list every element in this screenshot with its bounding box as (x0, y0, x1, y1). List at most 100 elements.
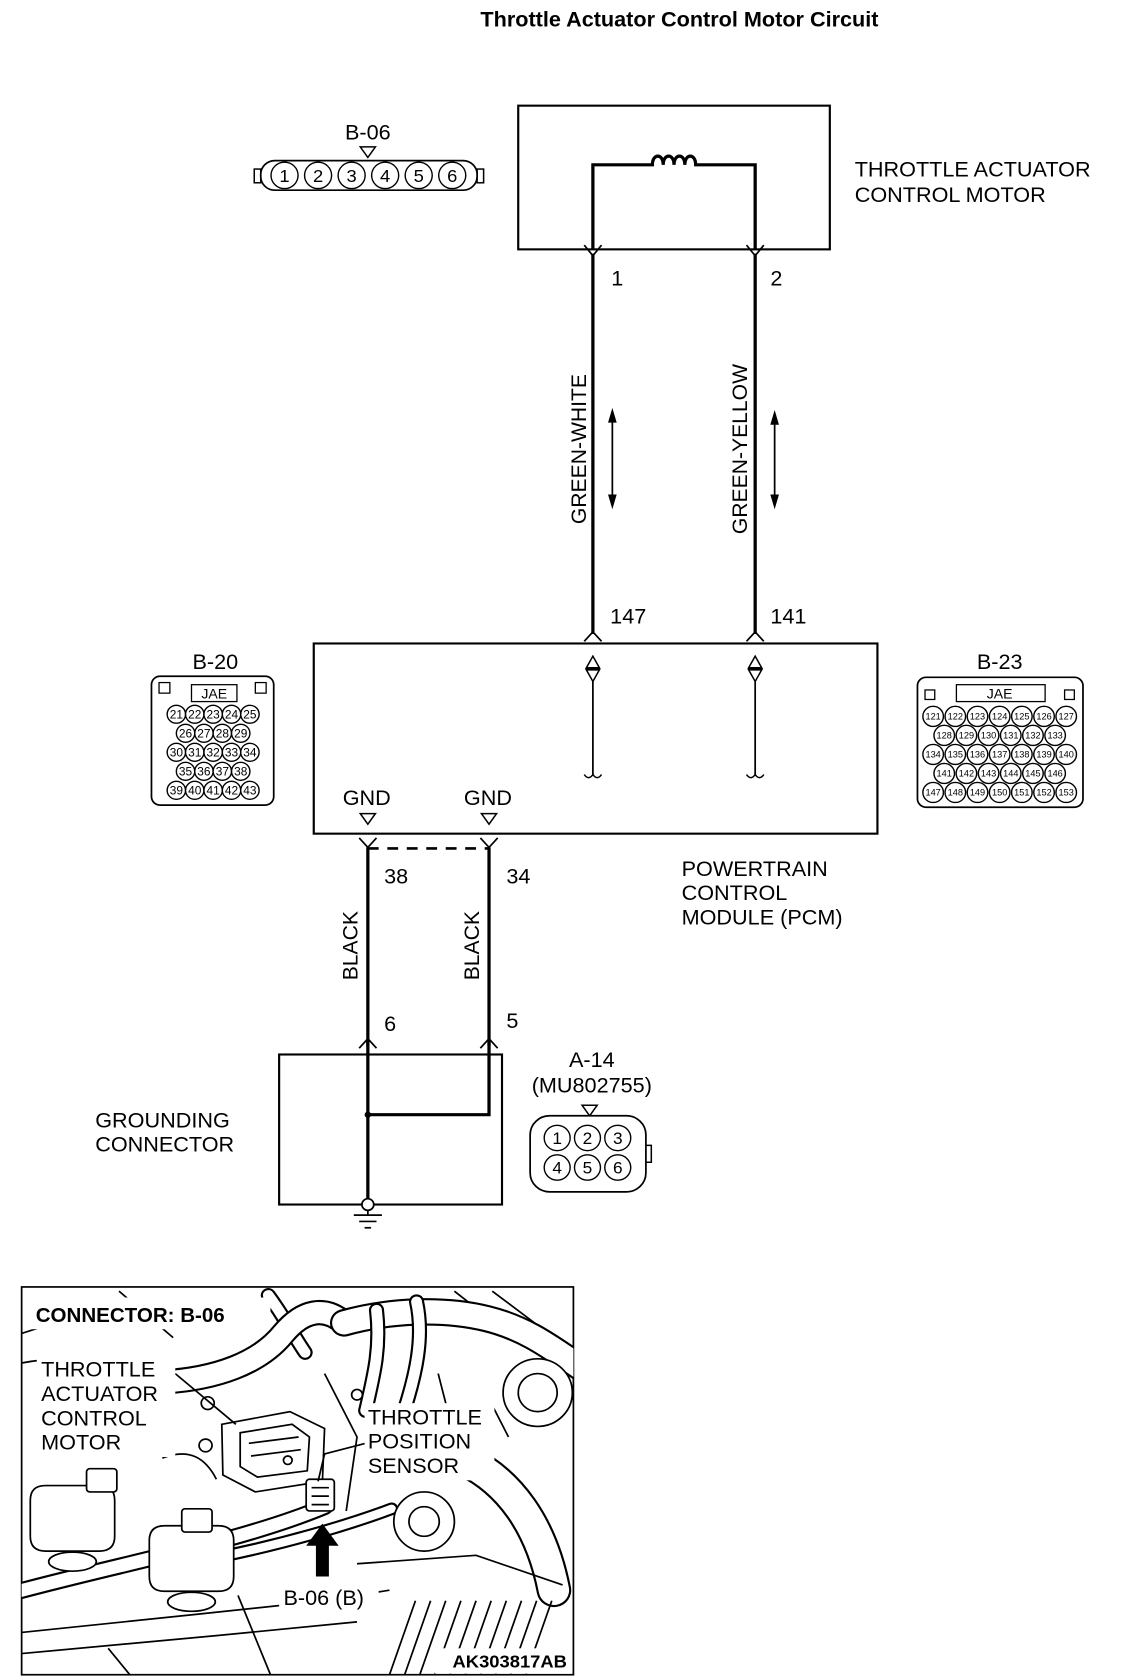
grounding-internal-wiring (366, 1040, 491, 1199)
pin-number: 141 (937, 769, 952, 779)
pin-circle (438, 161, 467, 190)
connector-b23-pin-146: 146 (1044, 762, 1067, 785)
connector-b23-pin-142: 142 (955, 762, 978, 785)
connector-a14-pin-3: 3 (604, 1124, 632, 1152)
pin-number: 137 (992, 750, 1007, 760)
pin-circle (977, 762, 1000, 785)
ignition-coil (148, 1524, 235, 1593)
throttle-actuator-control-motor: THROTTLE ACTUATOR CONTROL MOTOR 1 2 (517, 104, 1091, 291)
pin-circle (977, 724, 1000, 747)
pin-number: 34 (243, 747, 257, 760)
pin-circle (1033, 743, 1056, 766)
connector-a14-pin-4: 4 (543, 1154, 571, 1181)
grounding-connector-box (278, 1053, 504, 1206)
ignition-coil-boot (166, 1591, 217, 1613)
connector-b06-pin-5: 5 (404, 161, 433, 190)
connector-b20-pin-28: 28 (212, 723, 233, 743)
wire-black-b-label: BLACK (460, 910, 484, 980)
connector-b23-pin-149: 149 (966, 781, 989, 804)
pin-circle (944, 743, 967, 766)
pin-number: 145 (1025, 769, 1040, 779)
sensor-label-backdrop (364, 1403, 495, 1481)
pin-number: 5 (414, 166, 424, 186)
connector-b23-latch-left (924, 689, 936, 701)
pin-circle (933, 762, 956, 785)
pin-number: 2 (313, 166, 323, 186)
connector-b20-latch-left (158, 681, 171, 694)
pin-number: 126 (1036, 712, 1051, 722)
connector-b23-maker-box (955, 684, 1046, 703)
pcm-pin-147-terminal (583, 630, 603, 642)
motor-pin-2-number: 2 (770, 267, 782, 291)
throttle-actuator-motor-cover (239, 1423, 311, 1479)
pin-circle (933, 724, 956, 747)
motor-label-backdrop (36, 1355, 176, 1458)
pin-number: 144 (1003, 769, 1018, 779)
connector-b23-pin-123: 123 (966, 705, 989, 728)
pin-number: 129 (959, 731, 974, 741)
pin-number: 32 (207, 747, 220, 760)
connector-b20-latch-right (254, 681, 267, 694)
connector-b23-pin-129: 129 (955, 724, 978, 747)
pin-number: 133 (1047, 731, 1062, 741)
pin-circle (966, 781, 989, 804)
connector-b20-label: B-20 (192, 650, 238, 674)
connector-b20-pin-43: 43 (240, 780, 260, 801)
connector-b06-pin-2: 2 (303, 161, 333, 190)
connector-b20-pin-30: 30 (166, 742, 187, 762)
connector-b23-label: B-23 (977, 650, 1023, 674)
pin-circle (240, 780, 260, 801)
pin-number: 22 (188, 709, 201, 722)
pin-circle (922, 705, 945, 728)
pin-circle (922, 743, 945, 766)
pin-number: 135 (948, 750, 963, 760)
pin-number: 40 (188, 785, 202, 798)
motor-label-line-1: THROTTLE ACTUATOR (855, 158, 1091, 182)
connector-b23-latch-right (1063, 689, 1075, 701)
pin-circle (966, 743, 989, 766)
connector-a14-pin-1: 1 (543, 1124, 571, 1152)
pin-number: 124 (992, 712, 1007, 722)
pin-number: 127 (1059, 712, 1074, 722)
housing (392, 1491, 456, 1552)
connector-a14-pin-5: 5 (573, 1154, 602, 1181)
pin-circle (955, 724, 978, 747)
pin-number: 149 (970, 788, 985, 798)
connector-b06-pin-1: 1 (270, 161, 299, 190)
pin-circle (604, 1124, 632, 1152)
pin-circle (230, 723, 251, 743)
pin-circle (1055, 743, 1078, 766)
connector-b20-pin-42: 42 (221, 780, 242, 801)
pin-circle (988, 781, 1011, 804)
pulley (502, 1357, 574, 1428)
pin-number: 23 (207, 709, 221, 722)
pin-circle (1055, 705, 1078, 728)
pcm-driver-symbol-141 (745, 654, 765, 779)
pcm-label-line-2: CONTROL (682, 881, 788, 905)
connector-b23-pin-138: 138 (1010, 743, 1033, 766)
pin-number: 42 (225, 785, 238, 798)
housing-inner (408, 1505, 441, 1538)
pin-circle (1010, 781, 1033, 804)
wire-green-yellow-label: GREEN-YELLOW (728, 363, 752, 534)
pin-number: 39 (170, 785, 183, 798)
pin-number: 138 (1014, 750, 1029, 760)
connector-b23-pin-124: 124 (988, 705, 1011, 728)
motor-coil-wiring (591, 154, 757, 250)
connector-b20-pin-24: 24 (221, 704, 242, 724)
pin-number: 6 (613, 1159, 623, 1178)
pin-circle (573, 1124, 602, 1152)
pcm-pin-141-terminal (745, 630, 765, 642)
connector-location-illustration: CONNECTOR: B-06 THROTTLE ACTUATOR CONTRO… (20, 1286, 575, 1676)
pin-circle (955, 762, 978, 785)
connector-b20-pin-35: 35 (175, 761, 196, 781)
callout-backdrop (279, 1584, 379, 1612)
connector-b23-pin-135: 135 (944, 743, 967, 766)
pcm-pin-34-number: 34 (506, 865, 530, 889)
ground-pin-5-number: 5 (506, 1009, 518, 1033)
connector-b23-pin-147: 147 (922, 781, 945, 804)
pin-number: 43 (243, 785, 257, 798)
